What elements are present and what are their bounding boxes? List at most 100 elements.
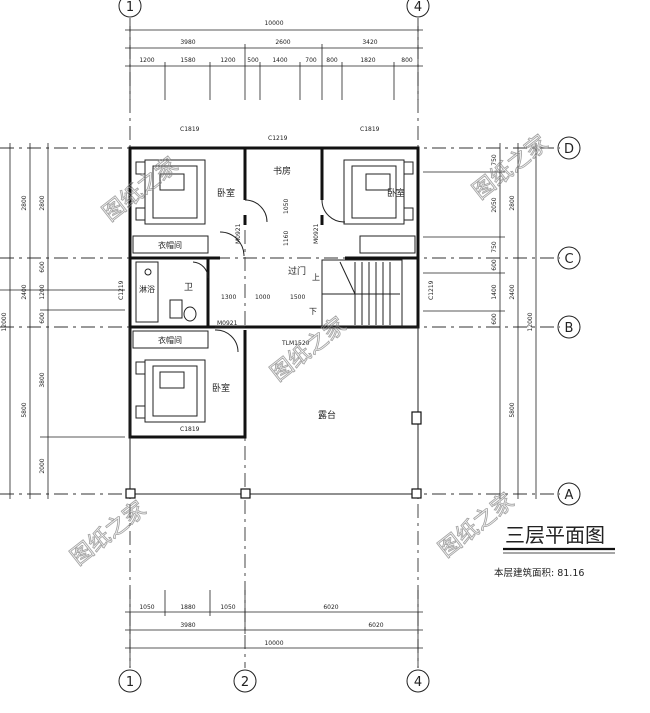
- axis-bubble-b: B: [557, 315, 581, 339]
- door-tlm1520: TLM1520: [281, 340, 310, 347]
- axis-bubble-1-bottom: 1: [118, 669, 142, 693]
- svg-text:4: 4: [414, 0, 422, 15]
- svg-text:1050: 1050: [220, 604, 235, 611]
- watermark-3: 图纸之家: [266, 313, 351, 387]
- bed-top-left: [135, 159, 206, 225]
- door-m0921-left: M0921: [235, 223, 242, 244]
- svg-text:800: 800: [401, 57, 413, 64]
- bottom-dimensions: 1050 1880 1050 6020 3980 6020 10000: [125, 590, 423, 668]
- svg-text:1820: 1820: [360, 57, 375, 64]
- svg-text:800: 800: [326, 57, 338, 64]
- svg-text:D: D: [564, 142, 574, 157]
- svg-text:C: C: [564, 252, 573, 267]
- room-bedroom-top-left: 卧室: [217, 187, 235, 199]
- svg-text:1200: 1200: [220, 57, 235, 64]
- inner-dim-1500: 1500: [290, 294, 305, 301]
- svg-text:12000: 12000: [527, 312, 534, 331]
- window-c1819-bottom: C1819: [180, 426, 200, 433]
- svg-text:1050: 1050: [139, 604, 154, 611]
- svg-text:3980: 3980: [180, 39, 195, 46]
- svg-text:3800: 3800: [39, 372, 46, 387]
- axis-bubble-4-top: 4: [406, 0, 430, 18]
- svg-text:1: 1: [126, 675, 134, 690]
- svg-text:1400: 1400: [272, 57, 287, 64]
- room-bedroom-top-right: 卧室: [387, 187, 405, 199]
- svg-text:2800: 2800: [39, 195, 46, 210]
- room-wardrobe-top: 衣帽间: [158, 240, 182, 250]
- svg-text:2800: 2800: [21, 195, 28, 210]
- svg-text:6020: 6020: [323, 604, 338, 611]
- stair-up-mark: 上: [312, 273, 320, 282]
- svg-text:4: 4: [414, 675, 422, 690]
- svg-text:750: 750: [491, 154, 498, 166]
- axis-bubble-d: D: [557, 136, 581, 160]
- svg-text:2050: 2050: [491, 197, 498, 212]
- drawing-title: 三层平面图: [505, 523, 605, 547]
- axis-bubble-2-bottom: 2: [233, 669, 257, 693]
- svg-text:600: 600: [39, 312, 46, 324]
- columns: [125, 411, 422, 499]
- svg-text:1880: 1880: [180, 604, 195, 611]
- svg-text:2400: 2400: [21, 284, 28, 299]
- watermark-4: 图纸之家: [66, 497, 151, 571]
- svg-text:1200: 1200: [39, 284, 46, 299]
- axis-grid: [0, 18, 560, 668]
- window-c1819-left: C1819: [180, 126, 200, 133]
- svg-text:2000: 2000: [39, 458, 46, 473]
- svg-text:5800: 5800: [509, 402, 516, 417]
- stair-down-mark: 下: [309, 307, 317, 316]
- svg-text:600: 600: [491, 259, 498, 271]
- inner-dim-1160: 1160: [283, 231, 290, 246]
- svg-text:2: 2: [241, 675, 249, 690]
- right-dimensions: 750 2050 750 600 1400 600 2800 2400 5800…: [423, 143, 537, 499]
- floor-area-label: 本层建筑面积: 81.16: [494, 567, 584, 579]
- svg-text:6020: 6020: [368, 622, 383, 629]
- axis-bubble-c: C: [557, 246, 581, 270]
- svg-text:1: 1: [126, 0, 134, 15]
- room-wardrobe-bottom: 衣帽间: [158, 335, 182, 345]
- svg-text:1200: 1200: [139, 57, 154, 64]
- svg-text:2400: 2400: [509, 284, 516, 299]
- svg-text:10000: 10000: [264, 640, 283, 647]
- svg-text:600: 600: [491, 313, 498, 325]
- svg-text:3420: 3420: [362, 39, 377, 46]
- bed-bottom-left: [135, 359, 206, 423]
- svg-text:1400: 1400: [491, 284, 498, 299]
- window-c1219-top: C1219: [268, 135, 288, 142]
- axis-bubble-4-bottom: 4: [406, 669, 430, 693]
- svg-text:750: 750: [491, 241, 498, 253]
- svg-text:B: B: [565, 321, 574, 336]
- walls: [128, 146, 420, 495]
- svg-text:600: 600: [39, 261, 46, 273]
- window-c1219-left: C1219: [118, 280, 125, 300]
- svg-text:500: 500: [247, 57, 259, 64]
- window-c1819-right: C1819: [360, 126, 380, 133]
- bathroom-fixtures: [135, 261, 197, 323]
- window-c1219-right: C1219: [428, 280, 435, 300]
- svg-text:10000: 10000: [264, 20, 283, 27]
- room-corridor: 过门: [288, 265, 306, 277]
- inner-dim-1050: 1050: [283, 199, 290, 214]
- svg-text:700: 700: [305, 57, 317, 64]
- stair: [322, 261, 400, 325]
- svg-text:1580: 1580: [180, 57, 195, 64]
- svg-text:2800: 2800: [509, 195, 516, 210]
- svg-text:A: A: [565, 488, 574, 503]
- room-study: 书房: [273, 165, 291, 177]
- axis-bubble-a: A: [557, 482, 581, 506]
- room-bedroom-bottom-left: 卧室: [212, 382, 230, 394]
- door-m0921-right: M0921: [313, 223, 320, 244]
- room-shower: 淋浴: [139, 284, 155, 294]
- door-m0921-bottom: M0921: [217, 320, 238, 327]
- left-dimensions: 12000 2800 2400 5800 2800 600 1200 600 3…: [0, 143, 125, 499]
- room-bath: 卫: [184, 283, 193, 293]
- svg-text:12000: 12000: [1, 312, 8, 331]
- svg-text:3980: 3980: [180, 622, 195, 629]
- inner-dim-1300: 1300: [221, 294, 236, 301]
- top-dimensions: 10000 3980 2600 3420 1200 1580 1200 500 …: [125, 20, 423, 100]
- bed-top-right: [343, 159, 414, 225]
- svg-text:2600: 2600: [275, 39, 290, 46]
- door-swings: [192, 199, 346, 353]
- axis-bubble-1-top: 1: [118, 0, 142, 18]
